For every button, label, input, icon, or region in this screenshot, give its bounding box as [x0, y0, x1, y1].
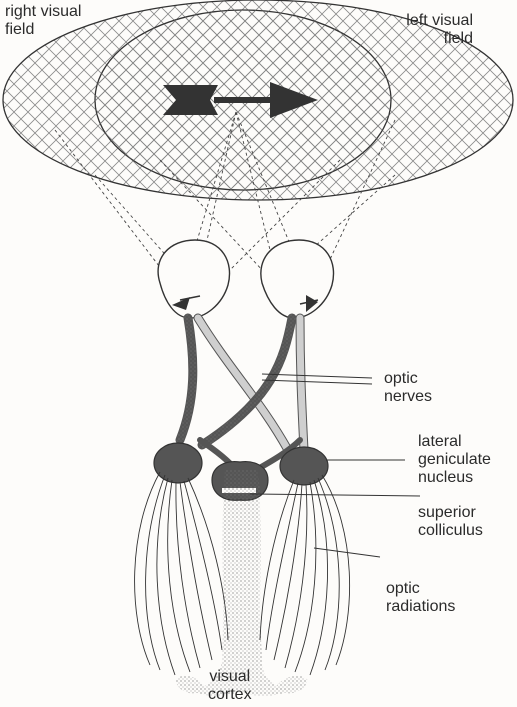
right-eye [261, 240, 334, 318]
right-lgn [280, 447, 328, 485]
optic-nerves-label: optic nerves [384, 370, 432, 406]
left-eye [158, 240, 229, 318]
superior-colliculus-label: superior colliculus [418, 504, 483, 540]
visual-cortex-region [175, 470, 308, 696]
left-lgn [154, 443, 202, 483]
optic-nerves [180, 318, 304, 470]
left-visual-field-label: left visual field [406, 12, 473, 48]
lateral-geniculate-nucleus-label: lateral geniculate nucleus [418, 433, 491, 487]
visual-cortex-label: visual cortex [208, 668, 252, 704]
right-visual-field-label: right visual field [5, 3, 81, 39]
optic-radiations-label: optic radiations [386, 580, 455, 616]
